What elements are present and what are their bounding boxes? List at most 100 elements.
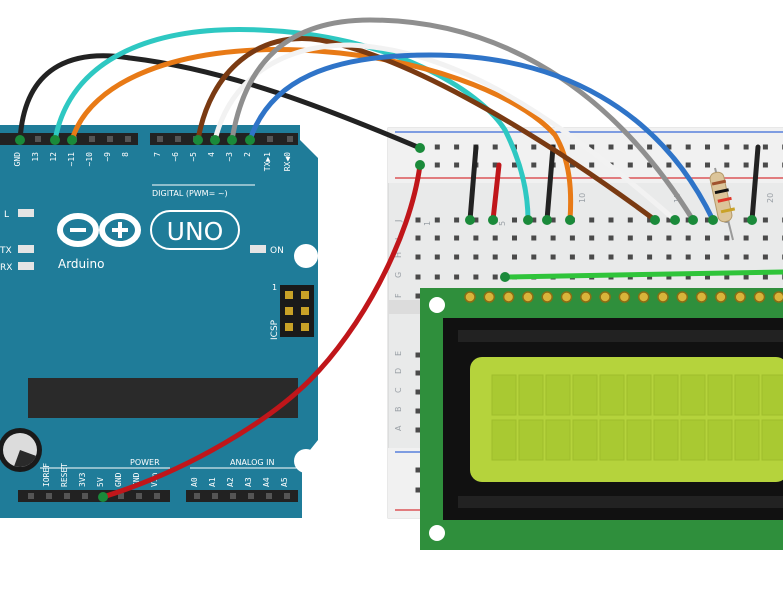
bb-row-label-f: F <box>394 293 403 298</box>
rail-hole <box>608 144 614 150</box>
led-l <box>18 209 34 217</box>
lcd-header-pin <box>657 291 669 303</box>
lcd-char-cell <box>599 419 625 461</box>
terminal-hole <box>762 217 768 223</box>
pin-label-a3: A3 <box>244 477 253 487</box>
led-label-l: L <box>4 210 9 220</box>
rail-hole <box>724 144 730 150</box>
terminal-hole <box>666 217 672 223</box>
led-label-on: ON <box>270 246 284 256</box>
terminal-hole <box>647 217 653 223</box>
lcd-header-pin <box>580 291 592 303</box>
terminal-hole <box>743 254 749 260</box>
terminal-hole <box>762 235 768 241</box>
lcd-mount-hole-2 <box>429 525 445 541</box>
terminal-hole <box>454 235 460 241</box>
terminal-hole <box>473 274 479 280</box>
icsp-pin <box>301 307 309 315</box>
terminal-hole <box>569 254 575 260</box>
terminal-hole <box>589 235 595 241</box>
lcd-char-cell <box>653 419 679 461</box>
terminal-hole <box>724 235 730 241</box>
wire-endpoints <box>15 135 757 502</box>
rail-hole <box>762 144 768 150</box>
lcd-header-pin <box>483 291 496 303</box>
bb-row-label-g: G <box>394 272 403 278</box>
pin-label-5v: 5V <box>96 477 105 487</box>
terminal-hole <box>512 254 517 260</box>
terminal-hole <box>743 274 749 280</box>
wire-blue <box>247 52 716 223</box>
power-pin-hole <box>194 493 200 499</box>
terminal-hole <box>415 254 421 260</box>
lcd-char-cell <box>572 419 598 461</box>
lcd-header-pin <box>541 291 553 303</box>
pin-label-a5: A5 <box>280 477 289 487</box>
terminal-hole <box>685 235 691 241</box>
digital-pin-hole <box>157 136 163 142</box>
terminal-hole <box>473 235 479 241</box>
terminal-hole <box>415 389 421 395</box>
power-pin-hole <box>212 493 218 499</box>
wire-endpoint <box>688 215 698 225</box>
terminal-hole <box>473 217 479 223</box>
terminal-hole <box>415 235 421 241</box>
pin-label-9: ~9 <box>103 152 112 162</box>
pin-label-a4: A4 <box>262 477 271 487</box>
rail-hole <box>492 144 498 150</box>
wires <box>17 17 716 500</box>
terminal-hole <box>531 235 537 241</box>
terminal-hole <box>705 235 710 241</box>
lcd-bezel-top-strip <box>458 330 783 342</box>
wire-endpoint <box>415 160 425 170</box>
bb-col-label-1: 1 <box>423 221 432 226</box>
analog-header-label: ANALOG IN <box>230 458 275 467</box>
jumper-red-1 <box>490 162 502 223</box>
rail-hole <box>589 162 595 168</box>
terminal-hole <box>724 254 730 260</box>
led-label-rx: RX <box>0 263 12 273</box>
rail-hole <box>685 144 691 150</box>
led-on <box>250 245 266 253</box>
digital-header-label: DIGITAL (PWM= ~) <box>152 189 228 198</box>
power-pin-hole <box>46 493 52 499</box>
bb-row-label-j: J <box>394 220 403 223</box>
terminal-hole <box>589 217 595 223</box>
icsp-pin <box>301 323 309 331</box>
rail-hole <box>666 162 672 168</box>
lcd-header-pin <box>695 291 708 303</box>
rail-hole <box>454 162 460 168</box>
icsp-pin <box>285 307 293 315</box>
power-pin-hole <box>230 493 236 499</box>
terminal-hole <box>415 293 421 299</box>
arduino-logo-text: Arduino <box>58 257 104 271</box>
lcd-char-cell <box>680 374 706 416</box>
bb-col-label-10: 10 <box>578 193 587 203</box>
rail-hole <box>415 487 421 493</box>
digital-pin-hole <box>287 136 293 142</box>
terminal-hole <box>666 274 672 280</box>
jumper-green <box>502 269 783 280</box>
terminal-hole <box>454 274 460 280</box>
digital-pin-hole <box>35 136 41 142</box>
pin-label-tx1: TX▶1 <box>263 152 272 171</box>
terminal-hole <box>512 217 517 223</box>
lcd-char-cell <box>491 419 517 461</box>
bb-row-label-a: A <box>394 425 403 431</box>
lcd-header-pin <box>773 291 783 303</box>
terminal-hole <box>492 274 498 280</box>
pin-label-6: ~6 <box>171 152 180 162</box>
wire-endpoint <box>227 135 237 145</box>
lcd-header-pin <box>464 291 476 303</box>
lcd-char-cell <box>761 419 783 461</box>
icsp-pin1-label: 1 <box>272 283 277 292</box>
rail-hole <box>512 162 517 168</box>
lcd-char-cell <box>707 374 733 416</box>
terminal-hole <box>724 274 730 280</box>
power-header <box>18 490 170 502</box>
terminal-hole <box>415 274 421 280</box>
power-pin-hole <box>28 493 34 499</box>
breadboard-top-rail <box>388 128 783 183</box>
